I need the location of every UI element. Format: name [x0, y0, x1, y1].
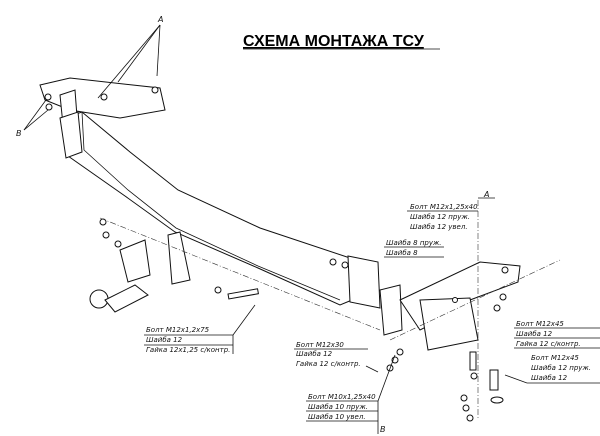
svg-text:Шайба 12: Шайба 12 — [516, 330, 553, 338]
right-side-bracket — [379, 261, 521, 351]
svg-text:Шайба 8 пруж.: Шайба 8 пруж. — [386, 239, 442, 247]
diagram-title: СХЕМА МОНТАЖА ТСУ — [243, 33, 425, 50]
callout-bolt-m12x1.25x40: Болт М12х1,25х40 Шайба 12 пруж. Шайба 12… — [407, 203, 478, 231]
svg-text:Шайба 12: Шайба 12 — [146, 336, 183, 344]
callout-bolt-m12x45-b: Болт М12х45 Шайба 12 пруж. Шайба 12 — [504, 354, 600, 384]
svg-text:Гайка 12 с/контр.: Гайка 12 с/контр. — [296, 360, 361, 368]
callout-bolt-m12x1.2x75: Болт М12х1,2х75 Шайба 12 Гайка 12х1,25 с… — [144, 304, 256, 354]
svg-text:Болт М10х1,25х40: Болт М10х1,25х40 — [308, 393, 376, 401]
svg-text:Шайба 12: Шайба 12 — [531, 374, 568, 382]
svg-text:Гайка 12х1,25 с/контр.: Гайка 12х1,25 с/контр. — [146, 346, 230, 354]
marker-b-bottom: B — [380, 425, 386, 434]
svg-text:Болт М12х45: Болт М12х45 — [516, 320, 564, 328]
svg-text:Шайба 12: Шайба 12 — [296, 350, 333, 358]
svg-text:Шайба 12 увел.: Шайба 12 увел. — [410, 223, 468, 231]
svg-text:Шайба 10 пруж.: Шайба 10 пруж. — [308, 403, 368, 411]
crossbar-beam — [59, 111, 381, 309]
svg-text:Шайба 12 пруж.: Шайба 12 пруж. — [410, 213, 470, 221]
marker-b-left: B — [16, 129, 22, 138]
callout-bolt-m12x45-a: Болт М12х45 Шайба 12 Гайка 12 с/контр. — [514, 320, 600, 349]
callout-bolt-m12x30: Болт М12х30 Шайба 12 Гайка 12 с/контр. — [294, 341, 379, 373]
tow-ball — [89, 231, 191, 313]
svg-text:Болт М12х45: Болт М12х45 — [531, 354, 579, 362]
svg-text:Шайба 10 увел.: Шайба 10 увел. — [308, 413, 366, 421]
fasteners — [99, 218, 507, 422]
svg-text:Болт М12х30: Болт М12х30 — [296, 341, 344, 349]
svg-text:Болт М12х1,25х40: Болт М12х1,25х40 — [410, 203, 478, 211]
svg-text:Шайба 8: Шайба 8 — [386, 249, 418, 257]
svg-text:Болт М12х1,2х75: Болт М12х1,2х75 — [146, 326, 210, 334]
marker-a-top: A — [157, 15, 163, 24]
left-side-bracket — [39, 77, 166, 136]
svg-text:Шайба 12 пруж.: Шайба 12 пруж. — [531, 364, 591, 372]
marker-a-right: A — [483, 190, 489, 199]
callout-washer-8: Шайба 8 пруж. Шайба 8 — [384, 239, 444, 258]
callout-bolt-m10x1.25x40: Болт М10х1,25х40 Шайба 10 пруж. Шайба 10… — [306, 354, 396, 434]
axis-lines — [99, 200, 561, 420]
svg-text:Гайка 12 с/контр.: Гайка 12 с/контр. — [516, 340, 581, 348]
